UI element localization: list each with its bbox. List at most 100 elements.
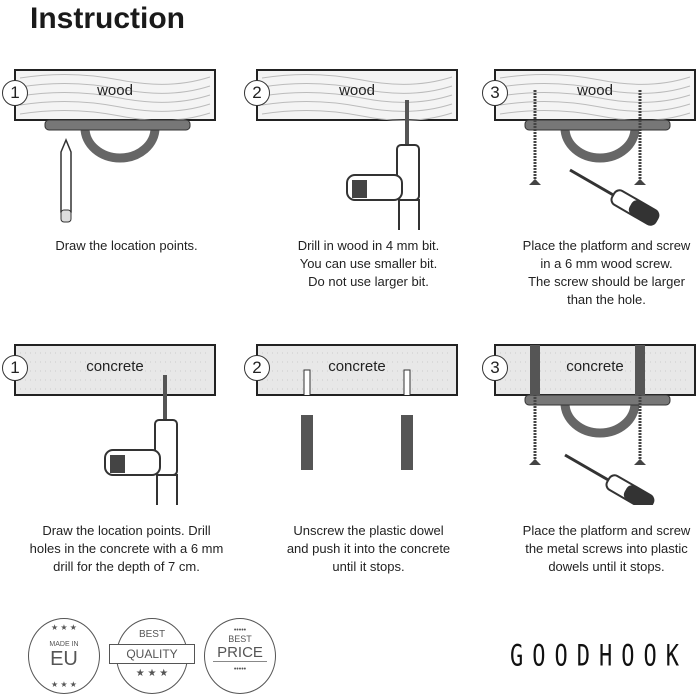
instruction-panel-wood-step-1: 1 wood Draw the location points. bbox=[2, 60, 243, 330]
stars-icon: ★ ★ ★ bbox=[51, 623, 77, 632]
brand-logo: GOODHOOK bbox=[510, 639, 688, 674]
step-number: 3 bbox=[482, 80, 508, 106]
step-number: 3 bbox=[482, 355, 508, 381]
pencil-icon bbox=[60, 138, 72, 223]
step-illustration bbox=[14, 344, 216, 505]
screwdriver-icon bbox=[564, 453, 655, 505]
caption-line: the metal screws into plastic bbox=[525, 541, 688, 556]
material-label: concrete bbox=[86, 358, 144, 375]
badge-text: QUALITY bbox=[109, 644, 195, 664]
wood-grain bbox=[261, 91, 453, 103]
hook-platform bbox=[524, 394, 671, 406]
caption-line: drill for the depth of 7 cm. bbox=[53, 559, 200, 574]
plastic-dowel-icon bbox=[401, 415, 413, 470]
instruction-panel-concrete-step-2: 2 concrete Unscrew the plastic dowel and … bbox=[244, 335, 485, 605]
step-illustration bbox=[14, 69, 216, 223]
wood-board bbox=[256, 69, 458, 121]
badge-text: EU bbox=[50, 648, 78, 670]
drill-icon bbox=[104, 375, 178, 505]
wood-grain bbox=[19, 91, 211, 103]
step-illustration bbox=[494, 344, 696, 505]
dowel-hole bbox=[403, 369, 411, 395]
wood-grain bbox=[499, 109, 691, 121]
hook-ring-icon bbox=[80, 127, 160, 163]
instruction-panel-wood-step-3: 3 wood Place the platform and screw in a … bbox=[482, 60, 700, 330]
material-label: wood bbox=[577, 82, 613, 99]
wood-board bbox=[494, 69, 696, 121]
step-number: 1 bbox=[2, 80, 28, 106]
caption-line: Draw the location points. Drill bbox=[42, 523, 211, 538]
step-caption: Draw the location points. Drill holes in … bbox=[10, 522, 243, 576]
instruction-panel-concrete-step-3: 3 concrete Place the platform and screw t… bbox=[482, 335, 700, 605]
screw-icon bbox=[529, 90, 541, 185]
dots-icon: ••••• bbox=[233, 666, 247, 673]
wood-grain bbox=[19, 73, 211, 85]
caption-line: holes in the concrete with a 6 mm bbox=[29, 541, 224, 556]
page-title: Instruction bbox=[30, 2, 185, 35]
wood-grain bbox=[19, 82, 211, 94]
caption-line: Place the platform and screw bbox=[522, 238, 691, 253]
material-label: concrete bbox=[328, 358, 386, 375]
plastic-dowel bbox=[635, 345, 645, 395]
step-number: 2 bbox=[244, 80, 270, 106]
caption-line: Draw the location points. bbox=[55, 238, 198, 253]
wood-grain bbox=[499, 82, 691, 94]
wood-grain bbox=[261, 73, 453, 85]
step-caption: Drill in wood in 4 mm bit. You can use sm… bbox=[252, 237, 485, 291]
caption-line: You can use smaller bit. bbox=[299, 256, 438, 271]
plastic-dowel-icon bbox=[301, 415, 313, 470]
material-label: wood bbox=[97, 82, 133, 99]
wood-grain bbox=[499, 100, 691, 112]
wood-grain bbox=[19, 100, 211, 112]
stars-icon: ★ ★ ★ bbox=[135, 668, 169, 679]
material-label: concrete bbox=[566, 358, 624, 375]
wood-grain bbox=[261, 100, 453, 112]
wood-grain bbox=[499, 73, 691, 85]
caption-line: dowels until it stops. bbox=[548, 559, 665, 574]
hook-ring-icon bbox=[560, 402, 640, 438]
badge-text: BEST bbox=[138, 629, 166, 640]
screw-icon bbox=[634, 90, 646, 185]
step-caption: Draw the location points. bbox=[10, 237, 243, 255]
plastic-dowel bbox=[530, 345, 540, 395]
drill-icon bbox=[346, 100, 420, 230]
step-number: 2 bbox=[244, 355, 270, 381]
badge-text: BEST bbox=[228, 634, 252, 644]
caption-line: Unscrew the plastic dowel bbox=[293, 523, 444, 538]
caption-line: in a 6 mm wood screw. bbox=[540, 256, 673, 271]
instruction-panel-wood-step-2: 2 wood Drill in wood in 4 mm bit. You can… bbox=[244, 60, 485, 330]
stars-icon: ★ ★ ★ bbox=[51, 680, 77, 689]
best-price-badge: ••••• BEST PRICE ••••• bbox=[204, 618, 276, 694]
step-caption: Place the platform and screw in a 6 mm wo… bbox=[490, 237, 700, 309]
caption-line: Do not use larger bit. bbox=[308, 274, 429, 289]
step-caption: Place the platform and screw the metal sc… bbox=[490, 522, 700, 576]
wood-grain bbox=[261, 82, 453, 94]
caption-line: until it stops. bbox=[332, 559, 405, 574]
caption-line: Drill in wood in 4 mm bit. bbox=[297, 238, 440, 253]
badge-text: PRICE bbox=[213, 644, 267, 662]
instruction-panel-concrete-step-1: 1 concrete Draw the location points. Dri… bbox=[2, 335, 243, 605]
hook-ring-icon bbox=[560, 127, 640, 163]
material-label: wood bbox=[339, 82, 375, 99]
wood-grain bbox=[261, 109, 453, 121]
best-quality-badge: BEST QUALITY ★ ★ ★ bbox=[109, 618, 195, 694]
step-illustration bbox=[256, 69, 458, 230]
caption-line: The screw should be larger bbox=[528, 274, 685, 289]
caption-line: and push it into the concrete bbox=[286, 541, 451, 556]
step-illustration bbox=[256, 344, 458, 470]
dowel-hole bbox=[303, 369, 311, 395]
wood-grain bbox=[499, 91, 691, 103]
badge-text: MADE IN bbox=[49, 641, 79, 648]
screwdriver-icon bbox=[569, 168, 660, 226]
hook-platform bbox=[44, 119, 191, 131]
step-illustration bbox=[494, 69, 696, 226]
caption-line: Place the platform and screw bbox=[522, 523, 691, 538]
concrete-board bbox=[494, 344, 696, 396]
made-in-eu-badge: MADE IN EU ★ ★ ★ ★ ★ ★ bbox=[28, 618, 100, 694]
step-caption: Unscrew the plastic dowel and push it int… bbox=[252, 522, 485, 576]
dots-icon: ••••• bbox=[233, 627, 247, 634]
step-number: 1 bbox=[2, 355, 28, 381]
caption-line: than the hole. bbox=[567, 292, 646, 307]
wood-grain bbox=[19, 109, 211, 121]
hook-platform bbox=[524, 119, 671, 131]
